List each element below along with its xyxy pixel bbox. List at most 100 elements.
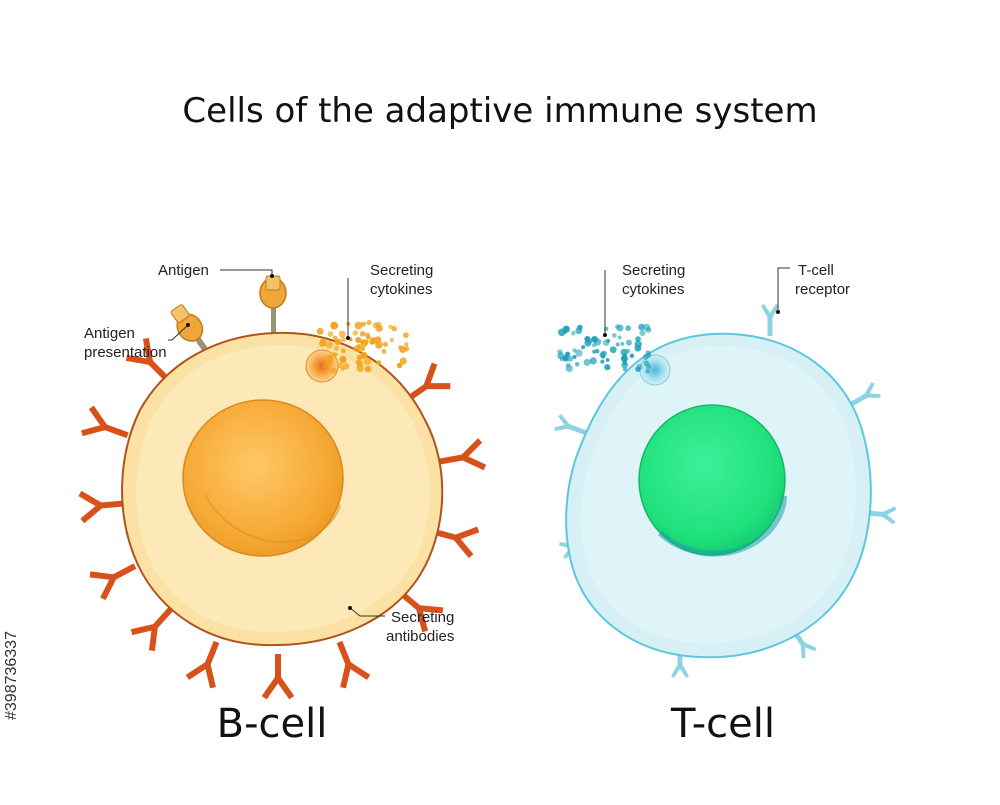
- cytokine-dot: [564, 352, 570, 357]
- cytokine-dot: [339, 355, 347, 364]
- cytokine-dot: [625, 348, 631, 354]
- cytokine-dot: [327, 354, 334, 362]
- cytokine-dot: [391, 326, 398, 332]
- cytokine-dot: [615, 342, 620, 347]
- cytokine-dot: [646, 352, 652, 358]
- cytokine-dot: [574, 362, 580, 367]
- cytokine-dot: [583, 358, 591, 366]
- cytokine-dot: [337, 362, 343, 369]
- cytokine-dot: [355, 337, 362, 344]
- cytokine-dot: [325, 340, 333, 349]
- cytokine-dot: [602, 339, 610, 346]
- label-b-secreting-cytokines-line1: Secreting: [370, 262, 433, 279]
- cytokine-dot: [575, 349, 583, 357]
- label-secreting-antibodies-line2: antibodies: [386, 628, 454, 645]
- cytokine-dot: [396, 362, 403, 369]
- cytokine-dot: [404, 342, 409, 347]
- cytokine-dot: [332, 352, 338, 358]
- cytokine-dot: [634, 340, 642, 348]
- cytokine-dot: [352, 330, 359, 336]
- antibody-y: [125, 337, 170, 382]
- cytokine-dot: [342, 363, 350, 370]
- label-antigen: Antigen: [158, 262, 209, 279]
- t-cell-illustration: [554, 304, 897, 678]
- cytokine-dot: [359, 331, 366, 337]
- cytokine-dot: [645, 369, 650, 374]
- cytokine-dot: [557, 349, 563, 355]
- cytokine-dot: [322, 363, 328, 369]
- cytokine-dot: [366, 320, 372, 326]
- cytokine-dot: [622, 367, 627, 372]
- cytokine-dot: [611, 333, 617, 338]
- cytokine-dot: [599, 352, 605, 358]
- cytokine-dot: [330, 367, 337, 374]
- antibody-y: [81, 405, 129, 439]
- t-cell-leader-dots: [603, 310, 780, 337]
- cytokine-dot: [609, 346, 617, 354]
- cytokine-dot: [571, 331, 576, 336]
- label-b-secreting-cytokines-line2: cytokines: [370, 281, 433, 298]
- cytokine-dot: [635, 336, 641, 342]
- antibody-y: [130, 606, 174, 651]
- cytokine-dot: [327, 331, 334, 337]
- cytokine-dot: [341, 348, 346, 354]
- cytokine-dot: [600, 359, 605, 364]
- antibody-y: [261, 654, 295, 700]
- antibody-y: [438, 438, 487, 471]
- cytokine-dot: [364, 365, 372, 373]
- cytokine-dot: [565, 364, 573, 372]
- cytokine-dot: [622, 360, 627, 364]
- t-cell-cytokines: [557, 323, 652, 374]
- cytokine-dot: [333, 345, 339, 351]
- cytokine-dot: [376, 360, 382, 366]
- cytokine-dot: [592, 349, 597, 354]
- cytokine-dot: [572, 355, 577, 359]
- label-t-secreting-cytokines-line1: Secreting: [622, 262, 685, 279]
- antibody-y: [336, 640, 371, 689]
- cytokine-dot: [605, 358, 610, 362]
- cytokine-dot: [333, 335, 338, 340]
- cytokine-dot: [356, 364, 365, 373]
- b-cell-cytokines: [316, 320, 410, 374]
- cytokine-dot: [639, 329, 646, 337]
- label-antigen-presentation-line2: presentation: [84, 344, 167, 361]
- cytokine-dot: [360, 339, 369, 347]
- cytokine-dot: [643, 360, 650, 367]
- cytokine-dot: [587, 338, 593, 344]
- b-cell-leader-dots: [186, 274, 352, 610]
- antibody-y: [89, 563, 137, 601]
- cytokine-dot: [621, 361, 629, 369]
- t-cell-receptor: [554, 414, 588, 436]
- cytokine-dot: [375, 325, 382, 332]
- cytokine-dot: [399, 357, 407, 365]
- label-antigen-presentation-line1: Antigen: [84, 325, 135, 342]
- t-cell-receptor: [761, 304, 779, 336]
- cytokine-dot: [577, 324, 583, 331]
- cytokine-dot: [629, 353, 635, 359]
- cytokine-dot: [620, 341, 625, 346]
- cytokine-dot: [604, 364, 611, 371]
- diagram-title: Cells of the adaptive immune system: [182, 91, 817, 131]
- cytokine-dot: [589, 357, 597, 365]
- cytokine-dot: [369, 340, 375, 345]
- cytokine-dot: [403, 332, 409, 339]
- cytokine-dot: [403, 346, 410, 352]
- b-cell-name: B-cell: [217, 701, 328, 747]
- cytokine-dot: [566, 355, 574, 362]
- cytokine-dot: [638, 323, 645, 331]
- cytokine-dot: [581, 345, 586, 350]
- cytokine-dot: [363, 357, 372, 366]
- cytokine-dot: [595, 349, 600, 354]
- cytokine-dot: [636, 363, 643, 371]
- cytokine-dot: [645, 326, 652, 333]
- cytokine-dot: [625, 339, 632, 346]
- cytokine-dot: [616, 324, 624, 332]
- cytokine-dot: [354, 321, 363, 330]
- label-t-cell-receptor-line2: receptor: [795, 281, 850, 298]
- cytokine-dot: [625, 325, 631, 332]
- t-cell-leader-lines: [604, 267, 790, 335]
- cytokine-dot: [360, 351, 368, 359]
- cytokine-dot: [340, 337, 346, 343]
- cytokine-dot: [593, 338, 602, 346]
